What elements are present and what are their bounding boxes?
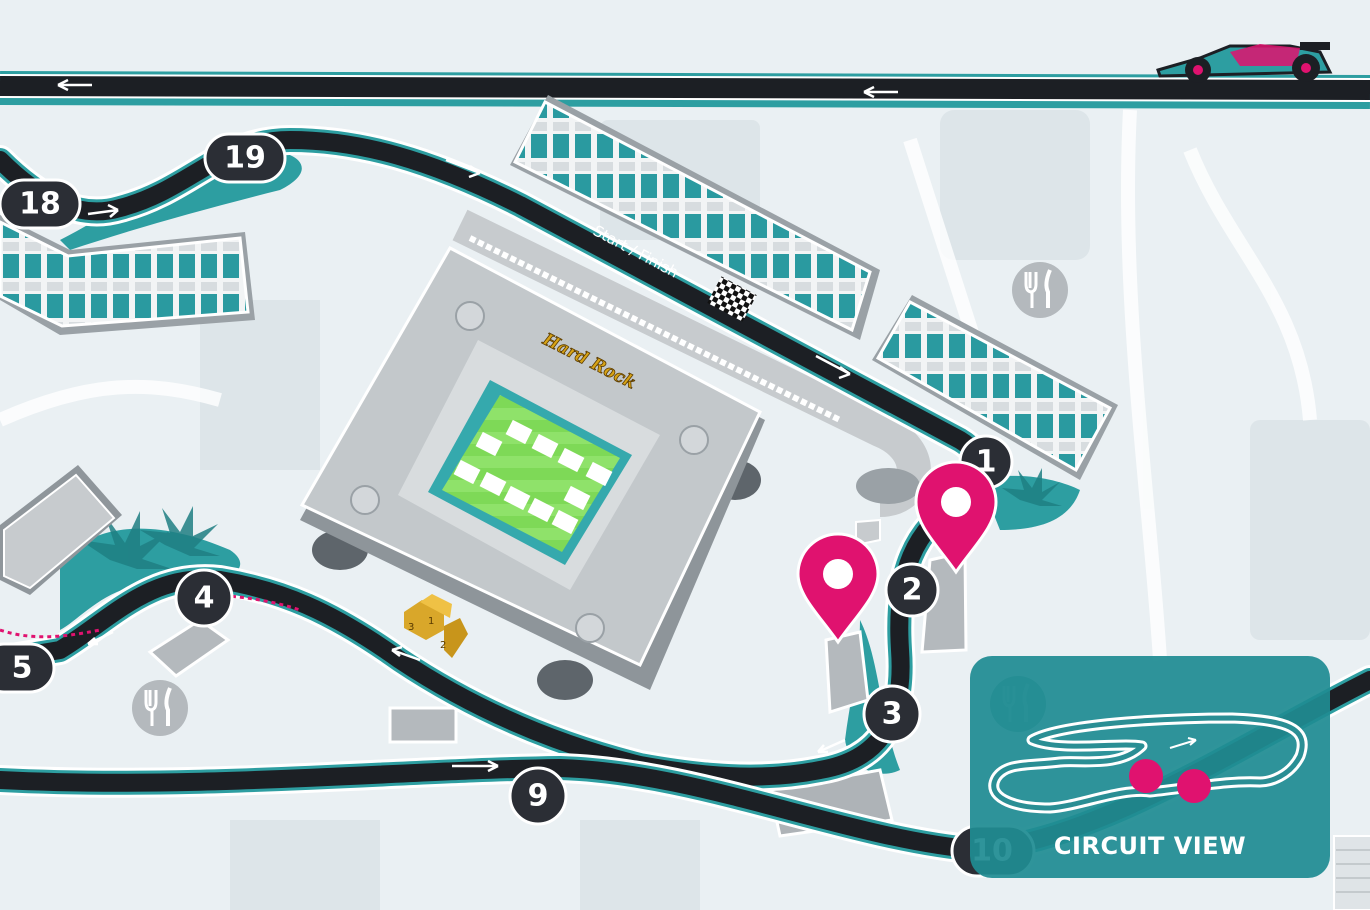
track-details bbox=[0, 158, 851, 773]
location-pin-icon[interactable] bbox=[914, 460, 998, 575]
corner-18-badge[interactable]: 18 bbox=[0, 178, 82, 230]
corner-19-badge[interactable]: 19 bbox=[203, 132, 287, 184]
palm-tree-decor bbox=[80, 468, 1062, 569]
corner-5-badge[interactable]: 5 bbox=[0, 642, 56, 694]
corner-19-label: 19 bbox=[224, 141, 266, 176]
pit-lane bbox=[452, 209, 931, 517]
grandstand-turn-18 bbox=[0, 215, 255, 335]
corner-2-label: 2 bbox=[902, 573, 923, 608]
corner-4-label: 4 bbox=[194, 581, 215, 616]
podium-third: 3 bbox=[408, 622, 414, 633]
race-car bbox=[1156, 42, 1333, 83]
direction-arrow bbox=[863, 85, 898, 99]
podium: 1 2 3 bbox=[404, 594, 468, 658]
paddock-building bbox=[0, 465, 122, 595]
background-buildings bbox=[200, 110, 1370, 910]
corner-9-label: 9 bbox=[528, 779, 549, 814]
podium-first: 1 bbox=[428, 616, 434, 627]
corner-5-label: 5 bbox=[12, 651, 33, 686]
fork-knife-icon[interactable] bbox=[132, 680, 188, 736]
circuit-minimap bbox=[988, 712, 1308, 814]
stadium: Hard Rock bbox=[299, 245, 765, 700]
direction-arrow bbox=[57, 78, 92, 92]
corner-18-label: 18 bbox=[19, 187, 61, 222]
edge-grandstand bbox=[1333, 835, 1370, 910]
location-pin-icon[interactable] bbox=[796, 532, 880, 645]
grandstand-turn-1 bbox=[872, 295, 1118, 480]
podium-second: 2 bbox=[440, 640, 446, 651]
corner-9-badge[interactable]: 9 bbox=[508, 766, 568, 826]
fork-knife-icon[interactable] bbox=[1012, 262, 1068, 318]
grandstand-main-straight bbox=[510, 95, 880, 340]
corner-3-badge[interactable]: 3 bbox=[862, 684, 922, 744]
corner-3-label: 3 bbox=[882, 697, 903, 732]
circuit-view-label: CIRCUIT VIEW bbox=[1053, 832, 1247, 860]
corner-2-badge[interactable]: 2 bbox=[884, 562, 940, 618]
corner-4-badge[interactable]: 4 bbox=[174, 568, 234, 628]
circuit-view-button[interactable]: CIRCUIT VIEW bbox=[970, 656, 1330, 878]
back-straight bbox=[0, 71, 1370, 109]
